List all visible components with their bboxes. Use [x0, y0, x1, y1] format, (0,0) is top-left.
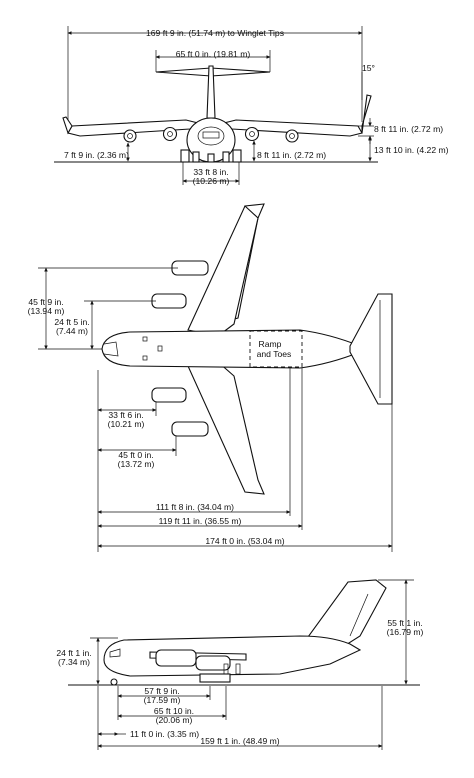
wingtip-clearance-label: 13 ft 10 in. (4.22 m) [374, 145, 449, 155]
horizontal-tail-top [349, 293, 393, 405]
ramp-label-1: Ramp [259, 339, 282, 349]
nose-to-rear-gear-m: (20.06 m) [156, 715, 193, 725]
nose-to-inner-engine-ft: 33 ft 6 in. [108, 410, 143, 420]
main-gear-side [199, 673, 231, 683]
winglet-angle-label: 15° [362, 63, 375, 73]
nose-to-outer-engine-ft: 45 ft 0 in. [118, 450, 153, 460]
overall-height-m: (16.79 m) [387, 627, 424, 637]
engine-side [155, 649, 197, 667]
length-to-ramp: 111 ft 8 in. (34.04 m) [156, 502, 234, 512]
nose-to-main-gear-m: (17.59 m) [144, 695, 181, 705]
ramp-and-toes-box [249, 330, 303, 368]
fuselage-height-m: (7.34 m) [58, 657, 90, 667]
top-view: Ramp and Toes 45 ft 9 in. (13.94 m) 24 f… [28, 203, 393, 552]
length-to-toes: 119 ft 11 in. (36.55 m) [159, 516, 242, 526]
inner-engine-line-ft: 24 ft 5 in. [54, 317, 89, 327]
nose-to-outer-engine-m: (13.72 m) [118, 459, 155, 469]
nose-to-rear-gear-ft: 65 ft 10 in. [154, 706, 194, 716]
left-winglet [62, 116, 73, 135]
front-view: 169 ft 9 in. (51.74 m) to Winglet Tips 6… [54, 26, 449, 186]
tailplane-label: 65 ft 0 in. (19.81 m) [176, 49, 251, 59]
nose-gear-offset: 11 ft 0 in. (3.35 m) [130, 729, 199, 739]
winglet-height-label: 8 ft 11 in. (2.72 m) [374, 124, 443, 134]
span-label: 169 ft 9 in. (51.74 m) to Winglet Tips [146, 28, 284, 38]
engines-front [123, 126, 299, 143]
wheelbase-total: 159 ft 1 in. (48.49 m) [200, 736, 279, 746]
overall-length: 174 ft 0 in. (53.04 m) [205, 536, 284, 546]
outer-engine-line-m: (13.94 m) [28, 306, 65, 316]
gear-track-m: (10.26 m) [193, 176, 230, 186]
fuselage-height-ft: 24 ft 1 in. [56, 648, 91, 658]
ramp-label-2: and Toes [257, 349, 292, 359]
right-winglet [361, 94, 372, 134]
nose-to-main-gear-ft: 57 ft 9 in. [144, 686, 179, 696]
nose-to-inner-engine-m: (10.21 m) [108, 419, 145, 429]
side-view: 24 ft 1 in. (7.34 m) 55 ft 1 in. (16.79 … [56, 579, 424, 750]
nose-gear-side [110, 678, 118, 686]
outer-engine-clearance-label: 7 ft 9 in. (2.36 m) [64, 150, 129, 160]
overall-height-ft: 55 ft 1 in. [387, 618, 422, 628]
gear-track-ft: 33 ft 8 in. [193, 167, 228, 177]
inner-engine-clearance-label: 8 ft 11 in. (2.72 m) [257, 150, 326, 160]
fuselage-top [101, 329, 393, 369]
inner-engine-line-m: (7.44 m) [56, 326, 88, 336]
vertical-fin [206, 65, 216, 119]
outer-engine-line-ft: 45 ft 9 in. [28, 297, 63, 307]
